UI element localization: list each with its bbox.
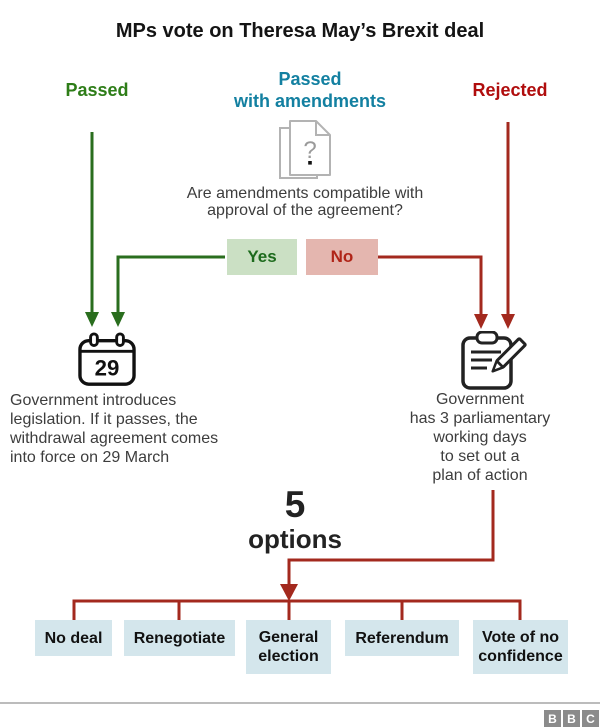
bbc-logo-block-3: C xyxy=(582,710,599,727)
clipboard-pencil-icon xyxy=(461,331,527,390)
passed-outcome-line3: withdrawal agreement comes xyxy=(10,430,219,447)
svg-text:29: 29 xyxy=(95,355,120,380)
rejected-outcome-line3: working days xyxy=(433,429,527,446)
question-line1: Are amendments compatible with xyxy=(186,185,424,202)
page-title: MPs vote on Theresa May’s Brexit deal xyxy=(115,20,485,42)
option-general-election: General election xyxy=(246,620,331,674)
passed-outcome-line4: into force on 29 March xyxy=(10,449,170,466)
options-count: 5 xyxy=(284,484,306,525)
option-renegotiate: Renegotiate xyxy=(124,620,235,656)
bbc-logo: B B C xyxy=(544,710,599,727)
green-arrow-passed-to-calendar xyxy=(85,132,99,327)
question-text: Are amendments compatible with approval … xyxy=(145,185,465,219)
option-no-deal: No deal xyxy=(35,620,112,656)
option-referendum: Referendum xyxy=(345,620,459,656)
yes-box: Yes xyxy=(227,239,297,275)
passed-outcome-line2: legislation. If it passes, the xyxy=(10,411,198,428)
rejected-outcome-line2: has 3 parliamentary xyxy=(409,410,551,427)
red-arrow-rejected-to-clipboard xyxy=(501,122,515,329)
bbc-logo-block-2: B xyxy=(563,710,580,727)
branch-label-amendments-line1: Passed xyxy=(278,69,342,89)
bbc-logo-block-1: B xyxy=(544,710,561,727)
document-question-icon: ? xyxy=(279,120,331,179)
footer-divider xyxy=(0,702,600,704)
options-branch-tree xyxy=(72,599,522,621)
passed-outcome-line1: Government introduces xyxy=(10,392,177,409)
red-arrow-no-to-clipboard xyxy=(378,255,488,329)
calendar-29-icon: 29 xyxy=(78,332,136,386)
rejected-outcome-line5: plan of action xyxy=(432,467,528,484)
branch-label-amendments-line2: with amendments xyxy=(233,91,387,111)
no-box: No xyxy=(306,239,378,275)
rejected-outcome-line4: to set out a xyxy=(440,448,520,465)
branch-label-rejected: Rejected xyxy=(472,80,548,100)
rejected-outcome-line1: Government xyxy=(435,391,525,408)
svg-text:?: ? xyxy=(303,137,316,164)
question-line2: approval of the agreement? xyxy=(207,202,403,219)
branch-label-passed: Passed xyxy=(65,80,129,100)
options-word: options xyxy=(248,524,342,554)
green-arrow-yes-to-calendar xyxy=(111,255,225,327)
passed-outcome-text: Government introduces legislation. If it… xyxy=(10,391,270,467)
branch-label-passed-with-amendments: Passed with amendments xyxy=(210,68,410,112)
option-vote-of-no-confidence: Vote of no confidence xyxy=(473,620,568,674)
rejected-outcome-text: Government has 3 parliamentary working d… xyxy=(395,390,565,485)
